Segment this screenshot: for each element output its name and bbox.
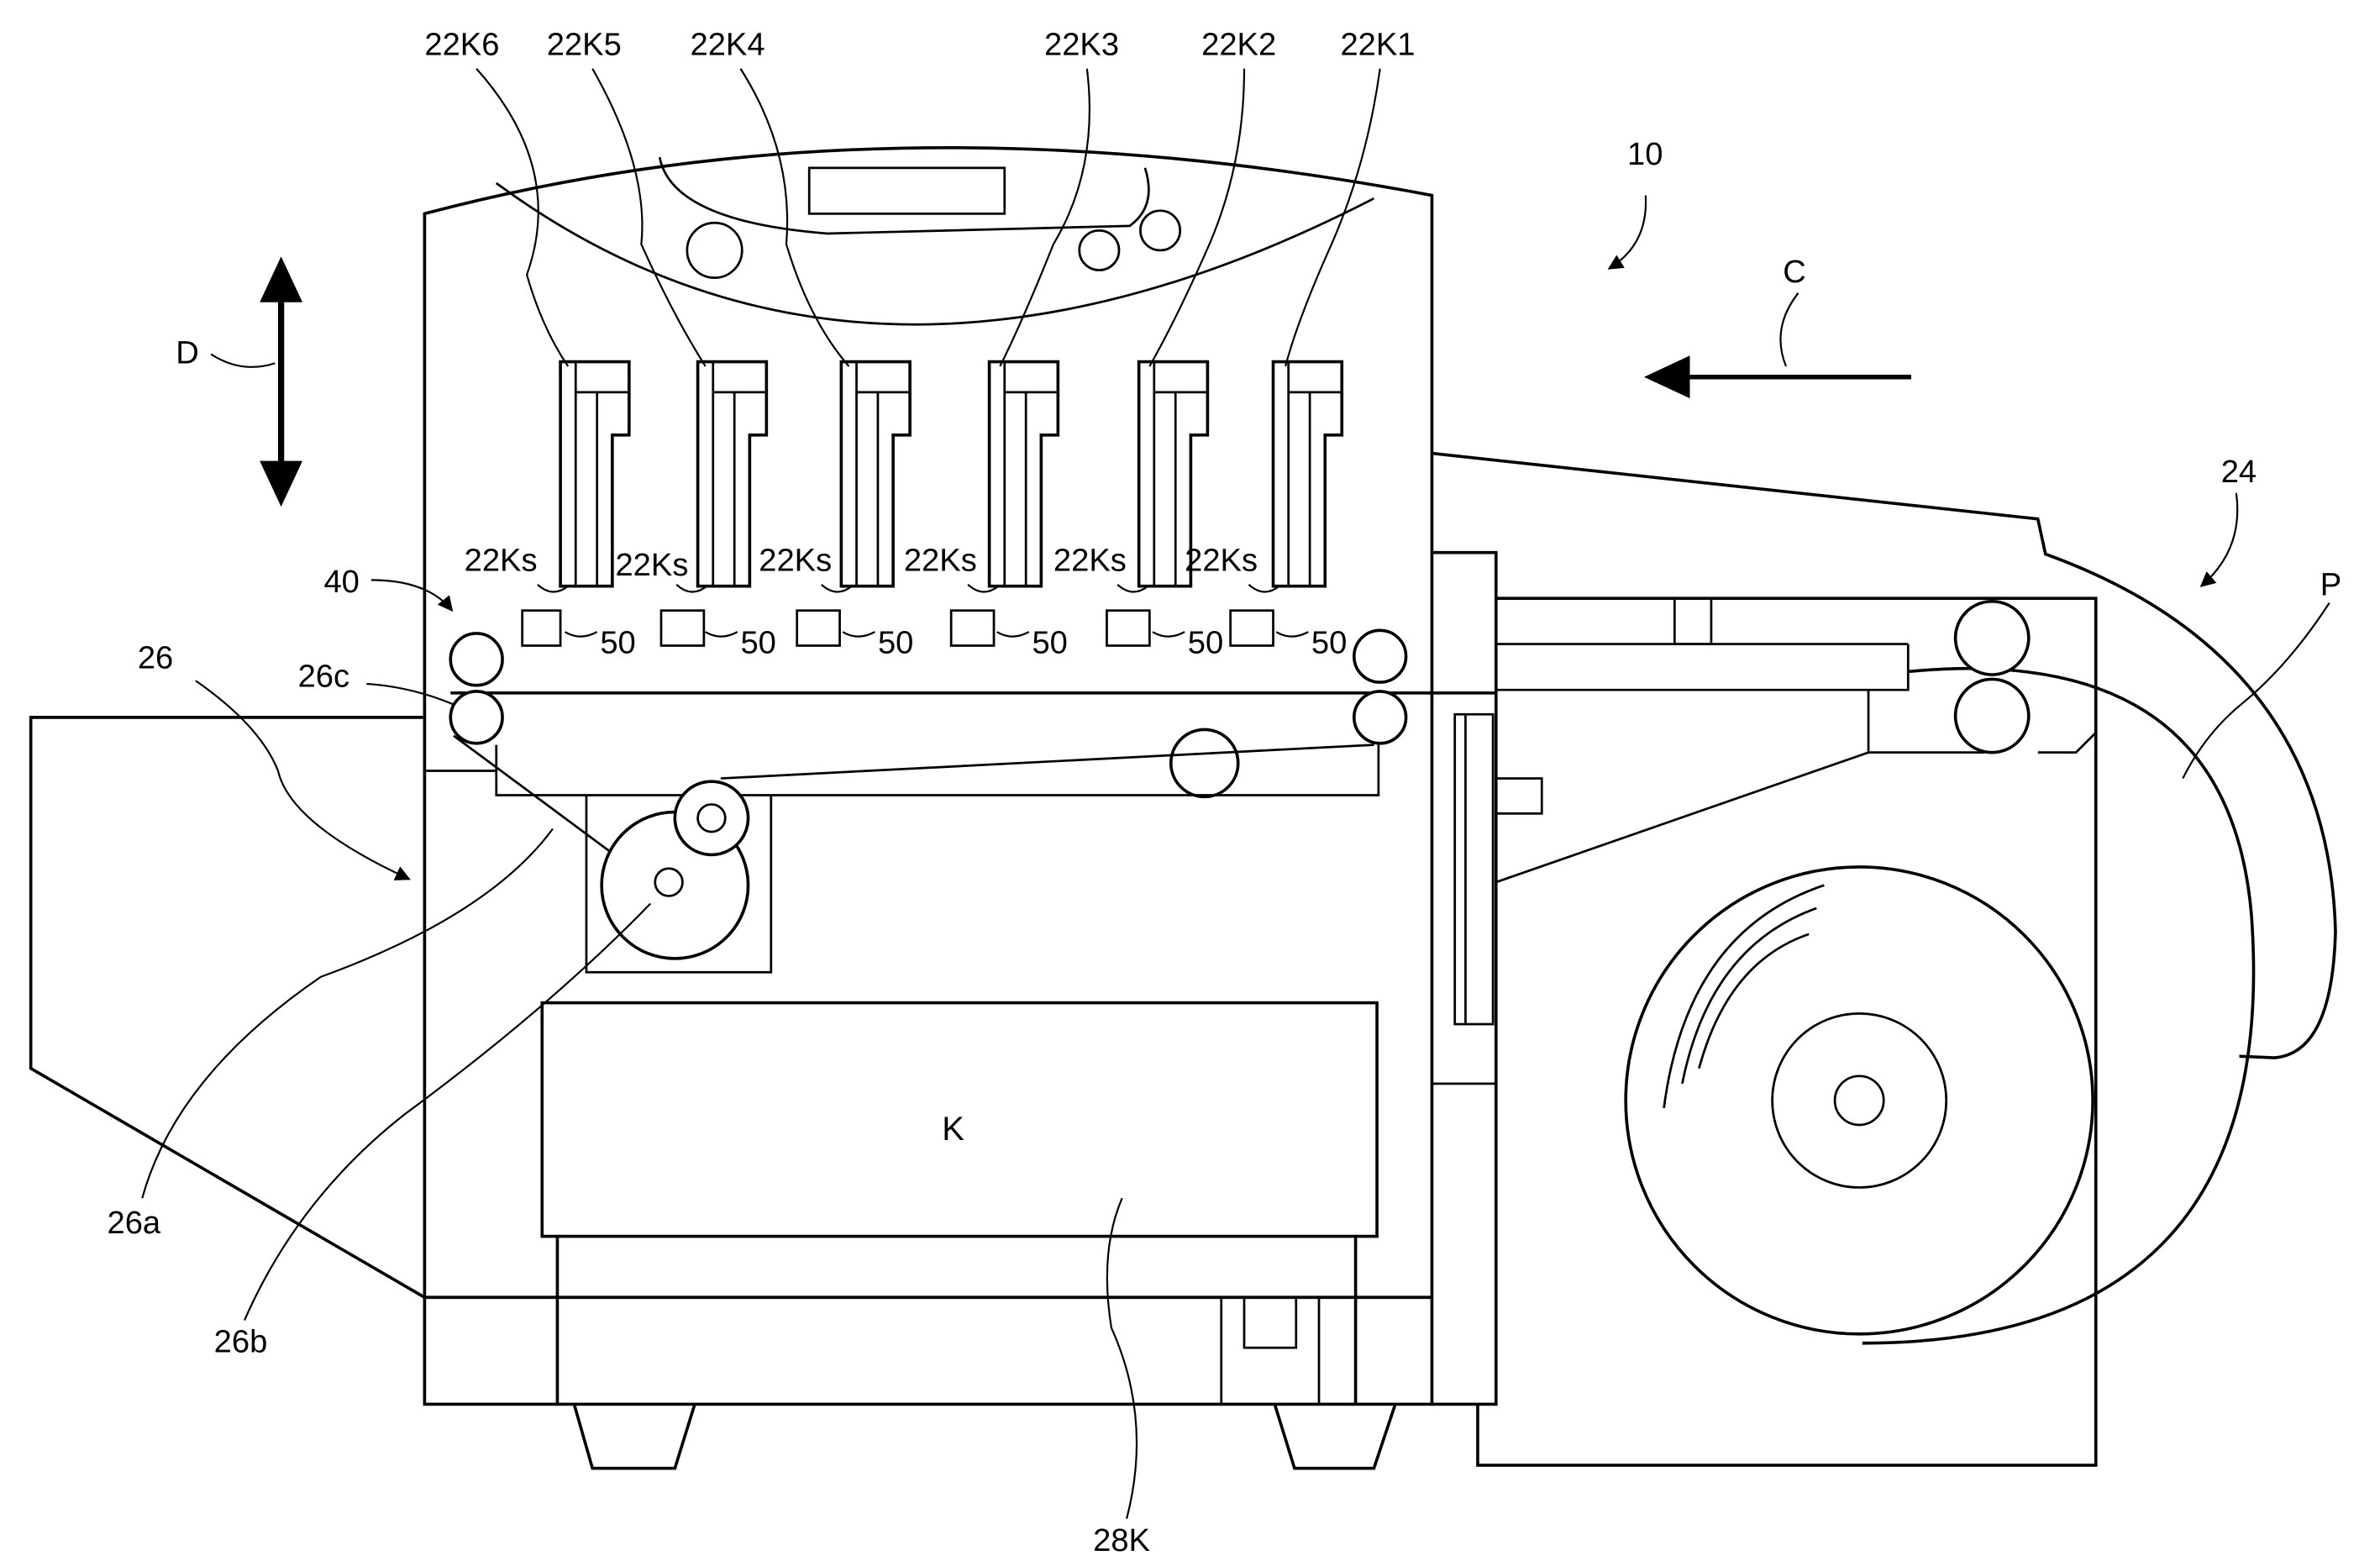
- label-head-22k2: 22K2: [1201, 26, 1276, 62]
- label-nozzle-face: 22Ks: [759, 542, 832, 578]
- label-sensor: 50: [1188, 625, 1223, 661]
- middle-frame: [1432, 553, 1542, 1405]
- label-nozzle-face: 22Ks: [465, 542, 538, 578]
- tension-roller: [675, 781, 748, 854]
- arrow-d: [260, 256, 302, 507]
- label-direction-c: C: [1783, 254, 1806, 290]
- recording-head-22k5: [698, 362, 767, 586]
- label-nozzle-face: 22Ks: [1053, 542, 1127, 578]
- label-drive-roller-26b: 26b: [214, 1324, 268, 1360]
- label-device: 10: [1627, 136, 1663, 172]
- label-nozzle-face: 22Ks: [615, 547, 688, 583]
- label-direction-d: D: [176, 334, 199, 370]
- roller: [1171, 729, 1238, 796]
- label-ink-tank: 28K: [1093, 1522, 1150, 1558]
- paper-p: [1862, 669, 2254, 1343]
- panel-button: [1140, 211, 1179, 250]
- paper-roll: [1626, 867, 2093, 1334]
- label-head-22k5: 22K5: [547, 26, 622, 62]
- roller-26c: [450, 691, 502, 744]
- label-ink-tank-mark: K: [942, 1111, 964, 1148]
- sensor-box: [523, 611, 560, 646]
- roller: [450, 633, 502, 686]
- recording-head-22k4: [841, 362, 910, 586]
- roller: [1354, 630, 1406, 682]
- label-head-22k3: 22K3: [1044, 26, 1119, 62]
- label-nozzle-face: 22Ks: [1185, 542, 1258, 578]
- label-head-22k1: 22K1: [1340, 26, 1415, 62]
- ink-tank-28k: [542, 1003, 1377, 1405]
- display-screen: [809, 168, 1005, 214]
- recording-head-22k1: [1274, 362, 1342, 586]
- label-roller-26c: 26c: [298, 659, 350, 695]
- label-sensor: 50: [1032, 625, 1067, 661]
- label-sensor: 50: [600, 625, 635, 661]
- panel-button: [1080, 230, 1119, 270]
- sensor-box: [661, 611, 704, 646]
- label-sensor: 50: [740, 625, 775, 661]
- printer-body: [424, 148, 1432, 1405]
- label-belt-26a: 26a: [108, 1205, 161, 1241]
- label-paper: P: [2320, 567, 2341, 603]
- output-tray: [31, 717, 425, 1297]
- operation-panel: [496, 157, 1374, 324]
- label-transport-mechanism: 26: [138, 640, 173, 676]
- recording-head-22k3: [990, 362, 1059, 586]
- sensor-box: [1106, 611, 1149, 646]
- conveyance-mechanism: [450, 630, 1495, 972]
- feed-roller: [1956, 679, 2029, 752]
- label-nozzle-face: 22Ks: [904, 542, 977, 578]
- printer-feet: [574, 1404, 1395, 1468]
- sensor-box: [1231, 611, 1274, 646]
- paper-feed-unit-24: [1432, 454, 2335, 1466]
- roller: [1354, 691, 1406, 744]
- label-head-22k6: 22K6: [424, 26, 499, 62]
- arrow-c: [1644, 355, 1911, 398]
- label-sensor: 50: [878, 625, 913, 661]
- label-feed-unit: 24: [2221, 454, 2257, 490]
- sensor-box: [951, 611, 994, 646]
- label-head-22k4: 22K4: [691, 26, 765, 62]
- panel-button: [687, 223, 742, 277]
- label-carriage: 40: [323, 564, 359, 600]
- sensor-box: [797, 611, 840, 646]
- direction-arrows: [260, 256, 1911, 507]
- feed-roller: [1956, 602, 2029, 675]
- leader-lines: [142, 69, 2329, 1519]
- label-sensor: 50: [1311, 625, 1347, 661]
